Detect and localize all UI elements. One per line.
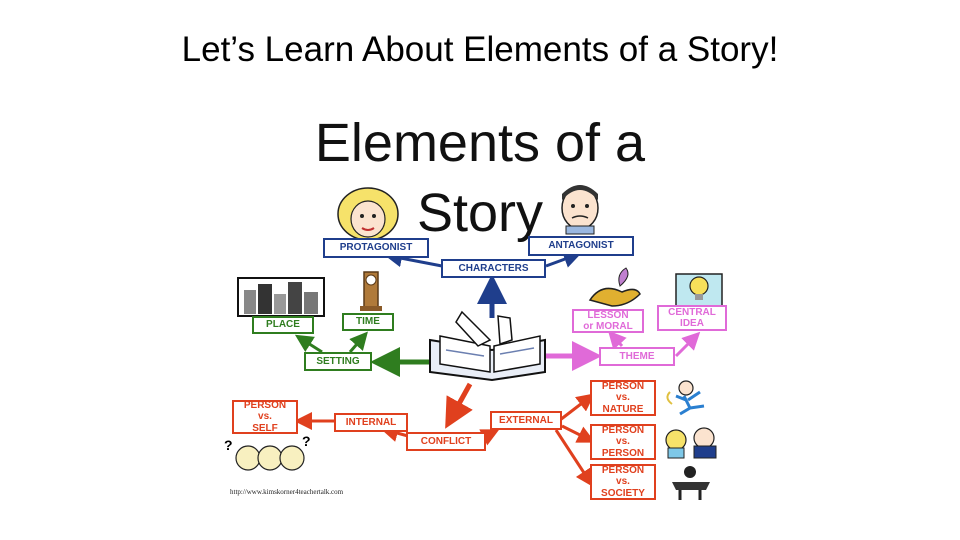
node-characters: CHARACTERS <box>441 259 546 278</box>
arrow-external-to-nature <box>559 393 595 422</box>
node-setting: SETTING <box>304 352 372 371</box>
slide-title: Let’s Learn About Elements of a Story! <box>181 30 779 69</box>
man-face-icon <box>561 185 599 235</box>
svg-text:?: ? <box>224 437 233 453</box>
node-internal: INTERNAL <box>334 413 408 432</box>
open-book-icon <box>429 310 546 382</box>
diagram-title-line1: Elements of a <box>314 113 646 173</box>
arrow-setting-to-time <box>348 331 368 353</box>
confused-faces-icon: ? ? <box>224 433 311 471</box>
node-person-vs-society: PERSON vs. SOCIETY <box>590 464 656 500</box>
node-lesson-or-moral: LESSON or MORAL <box>572 309 644 333</box>
node-person-vs-self: PERSON vs. SELF <box>232 400 298 434</box>
person-at-desk-icon <box>672 466 710 500</box>
source-url: http://www.kimskorner4teachertalk.com <box>230 488 344 496</box>
running-person-icon <box>666 380 705 416</box>
node-person-vs-person: PERSON vs. PERSON <box>590 424 656 460</box>
city-skyline-icon <box>237 277 325 317</box>
arrow-book-to-conflict <box>445 382 473 429</box>
node-person-vs-nature: PERSON vs. NATURE <box>590 380 656 416</box>
node-place: PLACE <box>252 316 314 334</box>
node-protagonist: PROTAGONIST <box>323 238 429 258</box>
node-external: EXTERNAL <box>490 411 562 430</box>
node-time: TIME <box>342 313 394 331</box>
two-people-talking-icon <box>665 427 717 459</box>
arrow-external-to-society <box>554 429 594 488</box>
blonde-woman-face-icon <box>337 187 399 241</box>
grandfather-clock-icon <box>360 271 382 311</box>
arrow-characters-to-antagonist <box>545 250 582 268</box>
genie-lamp-icon <box>588 267 641 307</box>
node-theme: THEME <box>599 347 675 366</box>
lightbulb-icon <box>675 273 723 307</box>
svg-text:?: ? <box>302 433 311 449</box>
arrow-theme-to-lesson <box>607 330 627 350</box>
diagram-title-line2: Story <box>416 183 544 243</box>
node-conflict: CONFLICT <box>406 432 486 451</box>
arrow-theme-to-central-idea <box>674 331 701 358</box>
arrow-setting-to-place <box>294 334 323 354</box>
node-antagonist: ANTAGONIST <box>528 236 634 256</box>
node-central-idea: CENTRAL IDEA <box>657 305 727 331</box>
arrow-external-to-person <box>561 424 596 443</box>
